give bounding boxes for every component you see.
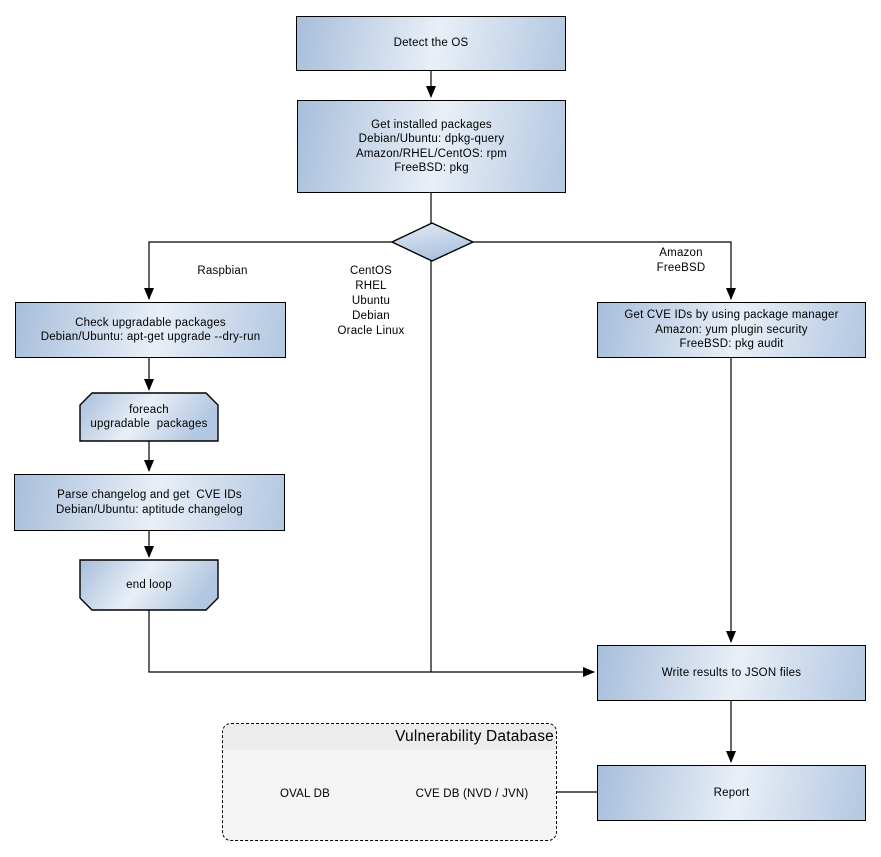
edge-label-os-list: CentOS RHEL Ubuntu Debian Oracle Linux xyxy=(321,264,421,339)
node-line: foreach xyxy=(129,403,169,416)
edge-label-line: RHEL xyxy=(355,280,387,292)
node-write-results: Write results to JSON files xyxy=(597,645,866,701)
node-line: FreeBSD: pkg audit xyxy=(679,338,784,351)
foreach-loop-shape xyxy=(79,392,219,442)
node-line: CVE DB (NVD / JVN) xyxy=(415,787,529,800)
node-parse-changelog: Parse changelog and get CVE IDs Debian/U… xyxy=(14,474,285,531)
end-loop-shape xyxy=(79,559,219,611)
end-loop-text: end loop xyxy=(80,560,218,610)
node-check-upgradable-packages: Check upgradable packages Debian/Ubuntu:… xyxy=(15,302,286,358)
foreach-loop-text: foreach upgradable packages xyxy=(80,393,218,441)
decision-diamond xyxy=(390,222,475,262)
edge-label-line: CentOS xyxy=(349,265,393,277)
edge-label-line: Debian xyxy=(352,310,390,322)
node-line: Amazon/RHEL/CentOS: rpm xyxy=(356,147,507,160)
node-get-installed-packages: Get installed packages Debian/Ubuntu: dp… xyxy=(297,100,566,193)
node-line: Get CVE IDs by using package manager xyxy=(624,309,839,322)
edge-label-amazon-freebsd: Amazon FreeBSD xyxy=(636,246,726,276)
node-line: Parse changelog and get CVE IDs xyxy=(57,489,242,501)
edge-label-line: Amazon xyxy=(659,247,703,259)
edge-label-line: FreeBSD xyxy=(656,262,706,274)
node-line: Report xyxy=(713,786,750,799)
oval-db-label: OVAL DB xyxy=(235,783,375,805)
vulnerability-database-title: Vulnerability Database xyxy=(223,724,556,750)
edge-label-line: Oracle Linux xyxy=(337,325,405,337)
vulnerability-database-container: Vulnerability Database xyxy=(222,723,557,841)
node-line: Debian/Ubuntu: dpkg-query xyxy=(358,133,505,145)
edge-endloop-to-write-results xyxy=(148,610,595,677)
cve-db-label: CVE DB (NVD / JVN) xyxy=(404,783,540,805)
edge-label-line: Ubuntu xyxy=(351,295,391,307)
node-line: Debian/Ubuntu: apt-get upgrade --dry-run xyxy=(40,331,261,343)
edge-decision-left-raspbian xyxy=(144,241,392,300)
node-line: Check upgradable packages xyxy=(75,316,226,329)
node-line: Amazon: yum plugin security xyxy=(655,323,808,336)
node-line: Debian/Ubuntu: aptitude changelog xyxy=(56,503,243,516)
node-line: FreeBSD: pkg xyxy=(394,162,469,174)
node-line: upgradable packages xyxy=(90,418,208,430)
edge-label-raspbian: Raspbian xyxy=(197,265,248,277)
node-line: end loop xyxy=(126,578,172,591)
edge-decision-right-amazon xyxy=(473,241,736,300)
node-detect-os-label: Detect the OS xyxy=(393,37,469,50)
node-report: Report xyxy=(597,765,866,821)
node-line: Write results to JSON files xyxy=(661,666,802,679)
node-get-cve-ids: Get CVE IDs by using package manager Ama… xyxy=(597,302,866,358)
node-line: OVAL DB xyxy=(280,787,330,800)
node-detect-os: Detect the OS xyxy=(296,16,566,71)
node-line: Get installed packages xyxy=(371,118,492,131)
